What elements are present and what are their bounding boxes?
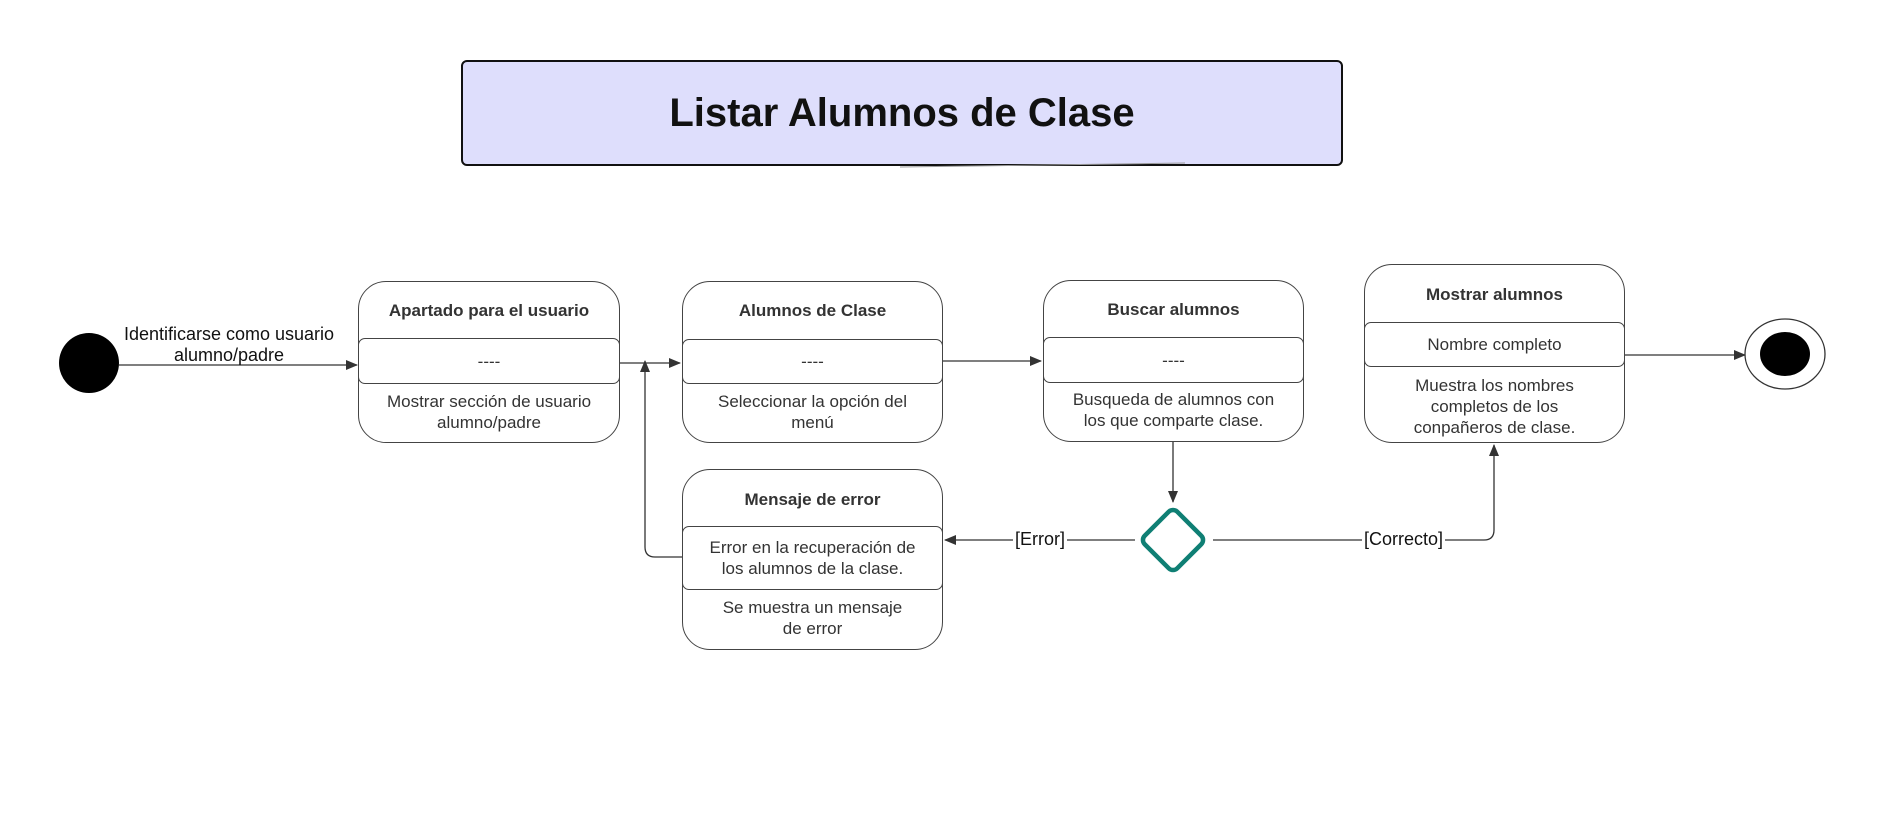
state-mensaje-error: Mensaje de error Error en la recuperació… bbox=[682, 469, 943, 650]
state-buscar-desc-line1: Busqueda de alumnos con bbox=[1072, 390, 1275, 409]
guard-correct-label: [Correcto] bbox=[1362, 529, 1446, 550]
state-buscar-name: Buscar alumnos bbox=[1107, 300, 1240, 319]
state-mostrar-alumnos: Mostrar alumnos Nombre completo Muestra … bbox=[1364, 264, 1625, 443]
edge-error-alumnos bbox=[640, 360, 682, 558]
decision-node bbox=[1140, 507, 1206, 573]
state-error-activity-line1: Error en la recuperación de bbox=[709, 538, 916, 557]
state-buscar-desc-line2: los que comparte clase. bbox=[1083, 411, 1264, 430]
state-error-desc-line2: de error bbox=[782, 619, 843, 638]
start-transition-label: Identificarse como usuario alumno/padre bbox=[118, 324, 340, 366]
state-alumnos-activities: ---- bbox=[682, 339, 943, 384]
state-apartado-description: Mostrar sección de usuario alumno/padre bbox=[365, 391, 613, 433]
start-label-line2: alumno/padre bbox=[173, 345, 285, 365]
state-error-activities: Error en la recuperación de los alumnos … bbox=[682, 526, 943, 590]
state-alumnos-description: Seleccionar la opción del menú bbox=[689, 391, 936, 433]
edge-decision-mostrar bbox=[1213, 444, 1499, 541]
state-buscar-activities: ---- bbox=[1043, 337, 1304, 383]
state-alumnos-desc-line1: Seleccionar la opción del bbox=[717, 392, 907, 411]
state-apartado-name: Apartado para el usuario bbox=[388, 301, 590, 320]
state-mostrar-name: Mostrar alumnos bbox=[1426, 285, 1563, 304]
guard-error-label: [Error] bbox=[1013, 529, 1068, 550]
state-error-activity-line2: los alumnos de la clase. bbox=[721, 559, 904, 578]
diagram-title: Listar Alumnos de Clase bbox=[669, 90, 1135, 135]
state-alumnos-desc-line2: menú bbox=[791, 413, 834, 432]
state-error-name: Mensaje de error bbox=[744, 490, 881, 509]
title-underline bbox=[899, 162, 1186, 168]
state-buscar-alumnos: Buscar alumnos ---- Busqueda de alumnos … bbox=[1043, 280, 1304, 442]
state-error-desc-line1: Se muestra un mensaje bbox=[722, 598, 903, 617]
state-buscar-description: Busqueda de alumnos con los que comparte… bbox=[1050, 389, 1297, 431]
state-apartado-desc-line2: alumno/padre bbox=[437, 413, 541, 432]
diagram-title-box: Listar Alumnos de Clase bbox=[461, 60, 1343, 166]
start-label-line1: Identificarse como usuario bbox=[123, 324, 335, 344]
state-alumnos-name: Alumnos de Clase bbox=[738, 301, 887, 320]
state-apartado-usuario: Apartado para el usuario ---- Mostrar se… bbox=[358, 281, 620, 443]
state-mostrar-desc-line1: Muestra los nombres bbox=[1415, 376, 1574, 395]
state-apartado-desc-line1: Mostrar sección de usuario bbox=[386, 392, 592, 411]
state-mostrar-desc-line3: conpañeros de clase. bbox=[1413, 418, 1576, 437]
state-mostrar-description: Muestra los nombres completos de los con… bbox=[1371, 375, 1618, 438]
initial-node bbox=[59, 333, 119, 393]
final-node-dot bbox=[1760, 332, 1810, 376]
state-mostrar-desc-line2: completos de los bbox=[1430, 397, 1559, 416]
state-mostrar-activities: Nombre completo bbox=[1364, 322, 1625, 367]
state-alumnos-clase: Alumnos de Clase ---- Seleccionar la opc… bbox=[682, 281, 943, 443]
state-apartado-activities: ---- bbox=[358, 338, 620, 384]
state-error-description: Se muestra un mensaje de error bbox=[689, 597, 936, 639]
